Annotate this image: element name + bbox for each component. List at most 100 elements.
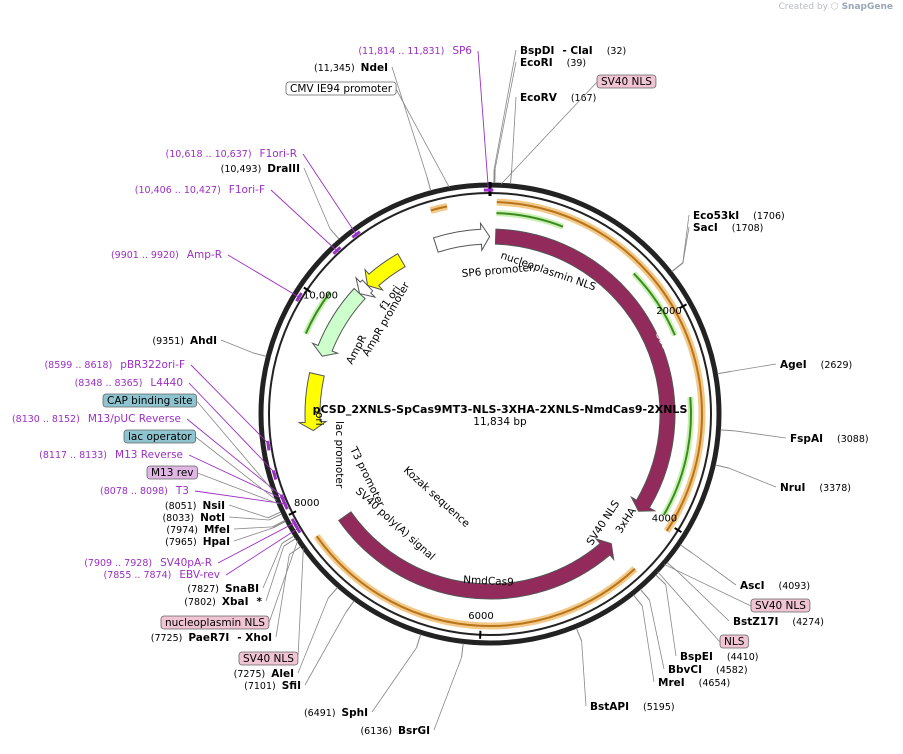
site-leader-bstz17i (678, 572, 729, 621)
site-pos-bsrgi: (6136) (360, 726, 392, 737)
site-name-ecori: EcoRI (520, 57, 553, 69)
site-pos-fspai: (3088) (837, 434, 869, 445)
site-hpai[interactable]: HpaI(7965) (165, 536, 230, 548)
feature-box-nls[interactable]: NLS (720, 635, 748, 648)
site-name-ndei: NdeI (361, 62, 388, 74)
site-extra-bspdi: - ClaI (562, 45, 592, 57)
site-pos-sfii: (7101) (244, 681, 276, 692)
primer-range-f1orir: (10,618 .. 10,637) (166, 149, 252, 160)
feature-box-text-nucnls: nucleoplasmin NLS (165, 617, 265, 629)
site-name-sphi: SphI (342, 707, 368, 719)
site-tick-hpai (273, 521, 285, 528)
orf-arc-core-0 (497, 202, 702, 531)
site-ecori[interactable]: EcoRI (39) (520, 57, 586, 69)
site-name-ahdi: AhdI (190, 335, 217, 347)
site-ahdi[interactable]: AhdI (9351) (152, 335, 217, 347)
site-mfei[interactable]: MfeI(7974) (166, 524, 230, 536)
site-pos-agei: (2629) (821, 360, 853, 371)
feature-box-cap[interactable]: CAP binding site (103, 394, 197, 407)
site-bstz17i[interactable]: BstZ17I (4274) (733, 616, 824, 628)
primer-ampr[interactable]: Amp-R(9901 .. 9920) (111, 249, 222, 261)
site-asci[interactable]: AscI(4093) (740, 580, 810, 592)
site-bsrgi[interactable]: BsrGI(6136) (360, 725, 430, 737)
site-leader-fspai (734, 431, 786, 438)
site-tick-draiii (330, 229, 339, 240)
site-paer7i[interactable]: PaeR7I(7725)- XhoI (151, 632, 272, 644)
primer-t3[interactable]: T3(8078 .. 8098) (100, 485, 189, 497)
site-name-bspdi: BspDI (520, 45, 554, 57)
primer-name-l4440: L4440 (150, 377, 183, 389)
site-ecorv[interactable]: EcoRV(167) (520, 92, 596, 104)
site-leader-paer7i (276, 555, 289, 637)
primer-m13r[interactable]: M13 Reverse(8117 .. 8133) (39, 449, 183, 461)
site-pos-alei: (7275) (234, 669, 266, 680)
site-leader-nsii (229, 505, 268, 518)
site-noti[interactable]: NotI(8033) (162, 512, 225, 524)
feature-box-nucnls[interactable]: nucleoplasmin NLS (161, 616, 269, 629)
site-pos-bstz17i: (4274) (792, 617, 824, 628)
site-draiii[interactable]: DraIII(10,493) (221, 163, 300, 175)
site-eco53ki[interactable]: Eco53kI(1706) (693, 210, 785, 222)
site-agei[interactable]: AgeI(2629) (780, 359, 852, 371)
site-ndei[interactable]: NdeI (11,345) (314, 62, 388, 74)
site-alei[interactable]: AleI(7275) (234, 668, 294, 680)
site-bspdi[interactable]: BspDI(32)- ClaI (520, 45, 626, 57)
primer-leader-f1orir (303, 154, 357, 236)
site-leader-noti (229, 517, 269, 520)
site-pos-draiii: (10,493) (221, 164, 262, 175)
site-sphi[interactable]: SphI(6491) (304, 707, 368, 719)
site-name-mfei: MfeI (204, 524, 230, 536)
primer-f1orir[interactable]: F1ori-R (10,618 .. 10,637) (166, 148, 297, 160)
site-leader-sfii (305, 612, 346, 685)
site-pos-ndei: (11,345) (314, 63, 355, 74)
primer-range-sp6: (11,814 .. 11,831) (358, 46, 444, 57)
site-leader-mrei (642, 606, 654, 682)
site-saci[interactable]: SacI(1708) (693, 222, 763, 234)
site-nrui[interactable]: NruI(3378) (780, 482, 851, 494)
site-bbvci[interactable]: BbvCI(4582) (668, 664, 748, 676)
feature-box-sv40nls3[interactable]: SV40 NLS (751, 599, 810, 612)
site-fspai[interactable]: FspAI(3088) (790, 433, 869, 445)
site-sfii[interactable]: SfiI(7101) (244, 680, 301, 692)
primer-ebvrev[interactable]: EBV-rev(7855 .. 7874) (104, 569, 221, 581)
primer-leader-ampr (228, 255, 301, 298)
primer-sp6[interactable]: SP6(11,814 .. 11,831) (358, 45, 472, 57)
primer-range-l4440: (8348 .. 8365) (75, 378, 143, 389)
primer-name-f1orir: F1ori-R (260, 148, 297, 160)
primer-name-pbr: pBR322ori-F (120, 359, 185, 371)
site-pos-snabi: (7827) (187, 584, 219, 595)
site-bstapi[interactable]: BstAPI(5195) (590, 701, 675, 713)
primer-l4440[interactable]: L4440 (8348 .. 8365) (75, 377, 183, 389)
site-pos-mrei: (4654) (699, 678, 731, 689)
feature-box-cmv[interactable]: CMV IE94 promoter (286, 82, 396, 95)
primer-mark-l4440 (273, 470, 276, 479)
site-mrei[interactable]: MreI(4654) (658, 677, 730, 689)
site-name-bstz17i: BstZ17I (733, 616, 778, 628)
site-pos-ahdi: (9351) (152, 336, 184, 347)
site-bspei[interactable]: BspEI(4410) (680, 651, 758, 663)
primer-f1orif[interactable]: F1ori-F(10,406 .. 10,427) (135, 184, 265, 196)
translation-arc-0 (496, 213, 563, 227)
label-sp6-promoter-inner: SP6 promoter (461, 262, 534, 280)
site-snabi[interactable]: SnaBI(7827) (187, 583, 259, 595)
site-leader-alei (298, 598, 328, 673)
feature-box-sv40nls1[interactable]: SV40 NLS (597, 75, 656, 88)
primer-range-m13puc: (8130 .. 8152) (12, 414, 80, 425)
site-nsii[interactable]: NsiI(8051) (165, 500, 225, 512)
feature-box-lacop[interactable]: lac operator (124, 430, 196, 443)
site-leader-xbai (266, 546, 284, 601)
site-pos-hpai: (7965) (165, 537, 197, 548)
primer-m13puc[interactable]: M13/pUC Reverse(8130 .. 8152) (12, 413, 181, 425)
site-xbai[interactable]: XbaI(7802)* (184, 596, 262, 608)
site-pos-ecori: (39) (567, 58, 587, 69)
feature-box-sv40nls2[interactable]: SV40 NLS (239, 652, 298, 665)
primer-pbr[interactable]: pBR322ori-F(8599 .. 8618) (44, 359, 185, 371)
feature-box-text-cmv: CMV IE94 promoter (290, 83, 393, 95)
site-tick-mfei (273, 520, 285, 526)
site-name-bstapi: BstAPI (590, 701, 629, 713)
site-tick-nrui (715, 465, 729, 468)
tick-label-8000: 8000 (294, 498, 319, 509)
feature-box-m13rev[interactable]: M13 rev (147, 466, 198, 479)
primer-sv40par[interactable]: SV40pA-R(7909 .. 7928) (84, 557, 212, 569)
